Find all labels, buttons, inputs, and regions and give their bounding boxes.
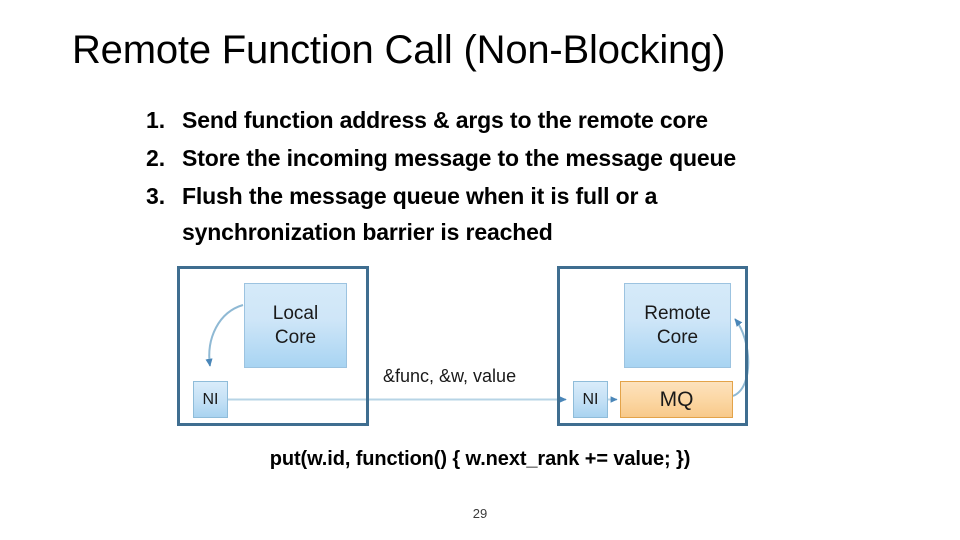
message-queue-box: MQ [620, 381, 733, 418]
local-core-label-line1: Local [272, 302, 319, 324]
list-item-text: Store the incoming message to the messag… [182, 145, 737, 171]
remote-core-box: Remote Core [624, 283, 731, 368]
list-item-text: Send function address & args to the remo… [182, 107, 708, 133]
local-ni-label: NI [202, 390, 219, 408]
local-node-panel [177, 266, 369, 426]
arrow-mq-to-remotecore [732, 318, 750, 397]
page-number: 29 [472, 506, 488, 521]
remote-node-panel [557, 266, 748, 426]
list-item: 3. Flush the message queue when it is fu… [146, 178, 826, 250]
remote-core-label-line1: Remote [644, 302, 711, 324]
list-item: 2. Store the incoming message to the mes… [146, 140, 826, 176]
list-item-number: 2. [146, 145, 166, 171]
numbered-list: 1. Send function address & args to the r… [146, 102, 826, 252]
message-queue-label: MQ [659, 387, 694, 411]
list-item-number: 3. [146, 183, 166, 209]
wire-payload-label: &func, &w, value [383, 366, 517, 386]
list-item-number: 1. [146, 107, 166, 133]
local-core-label-line2: Core [274, 326, 317, 348]
remote-ni-label: NI [582, 390, 599, 408]
page-title: Remote Function Call (Non-Blocking) [72, 28, 726, 72]
local-ni-box: NI [193, 381, 228, 418]
code-caption: put(w.id, function() { w.next_rank += va… [269, 448, 691, 470]
remote-ni-box: NI [573, 381, 608, 418]
arrow-localcore-to-ni [205, 304, 244, 367]
remote-core-label-line2: Core [656, 326, 699, 348]
local-core-box: Local Core [244, 283, 347, 368]
list-item-text: Flush the message queue when it is full … [182, 183, 658, 245]
list-item: 1. Send function address & args to the r… [146, 102, 826, 138]
